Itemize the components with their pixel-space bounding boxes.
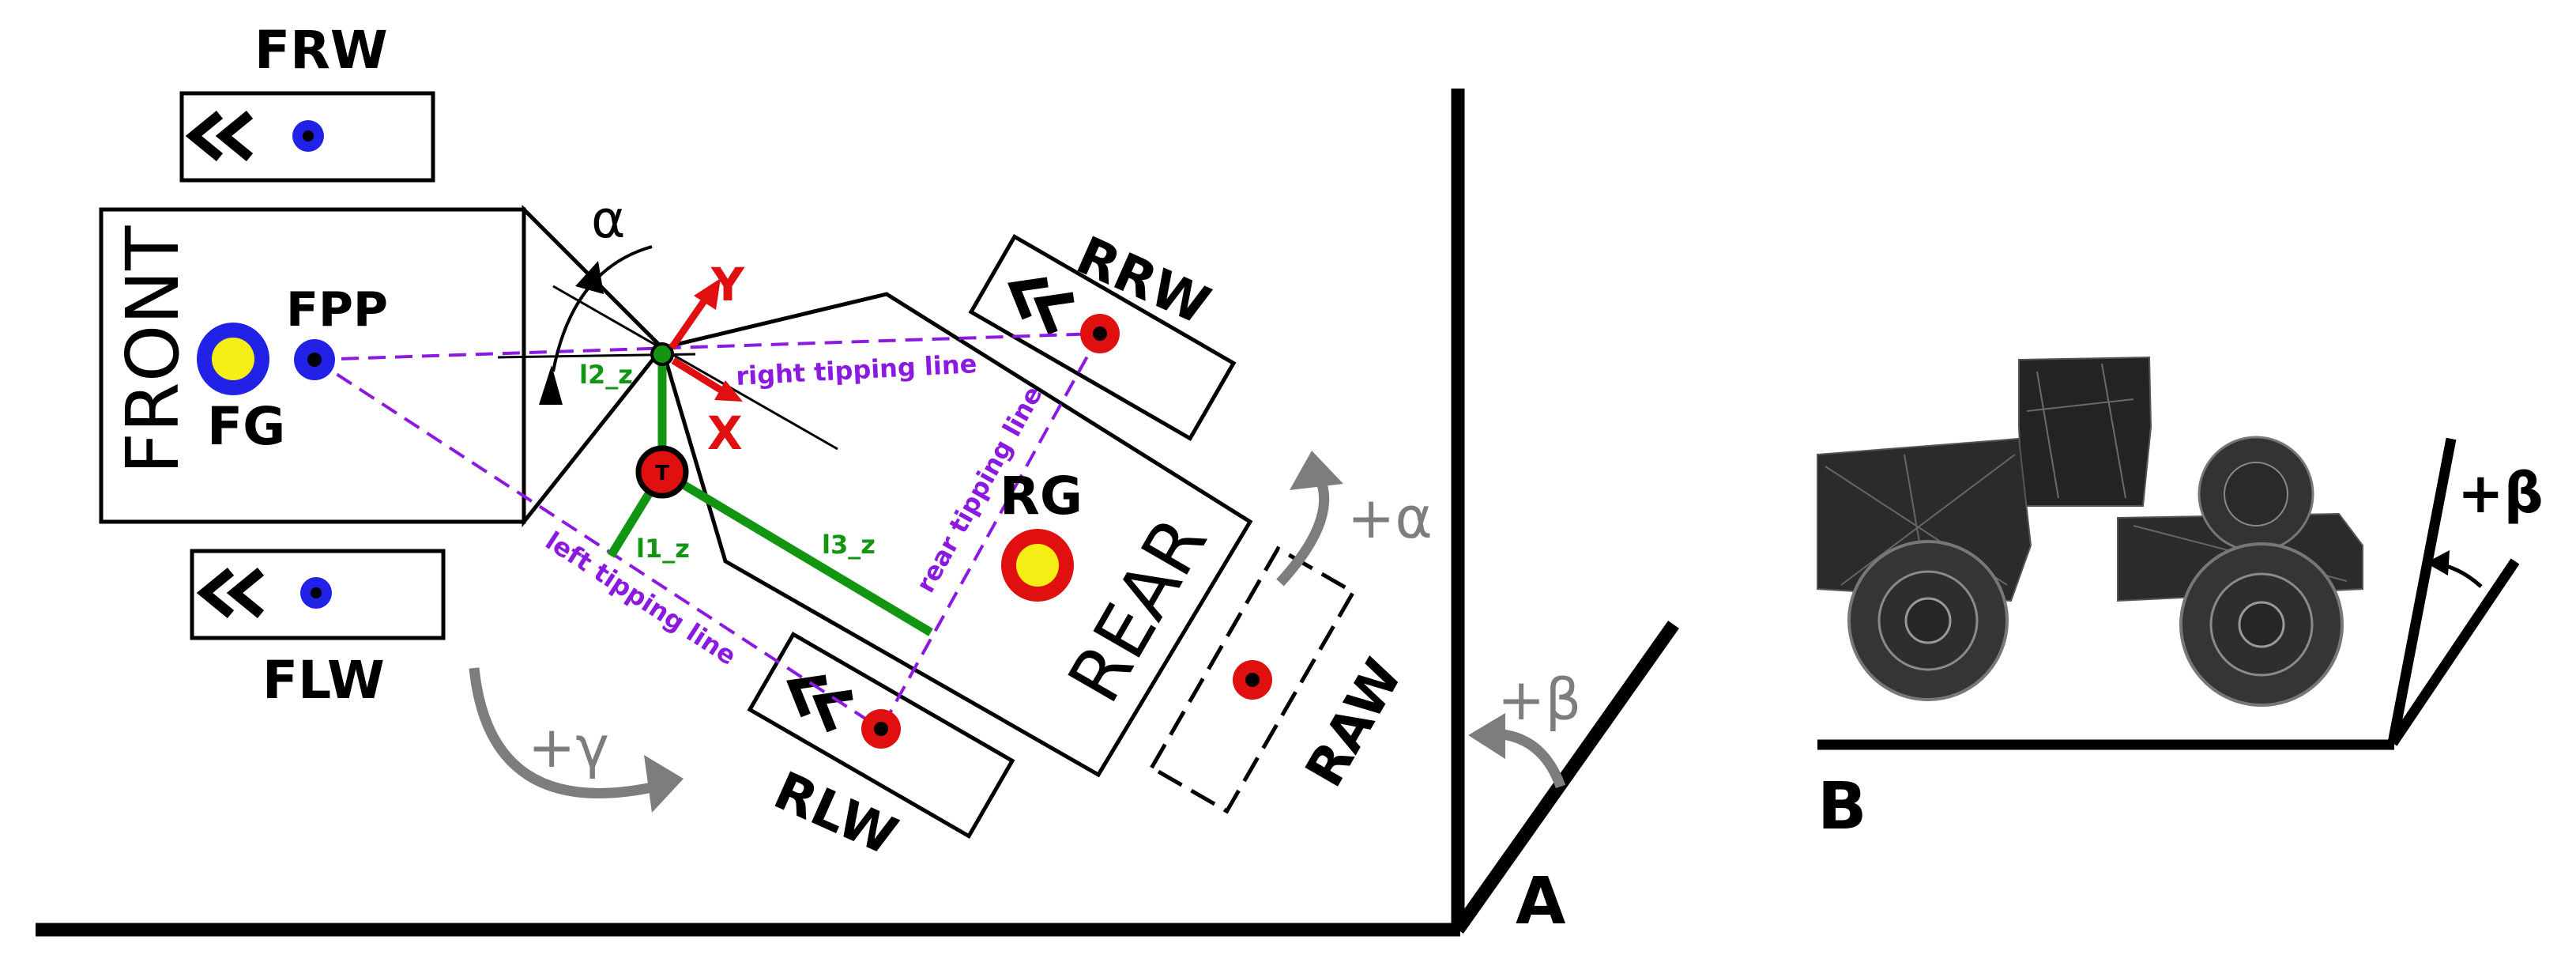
x-axis-arrowhead [714,380,743,402]
chevron-icon [1007,277,1075,335]
inclined-plane-line [1452,621,1679,934]
rlw-wheel [747,631,1015,840]
tractor-image [1817,356,2363,707]
raw-wheel-group [1148,545,1357,814]
plus-alpha-label: +α [1347,485,1433,551]
alpha-reference-line-2 [552,285,838,451]
l2-z-label: l2_z [579,360,633,390]
x-axis-arrow [671,357,725,394]
rg-label: RG [1000,466,1083,527]
chevron-icon [196,567,265,619]
rear-tipping-line [879,333,1102,730]
alpha-label: α [591,189,626,250]
rlw-wheel-group [747,631,1015,840]
fg-point [212,338,254,380]
alpha-rotation-arrowhead [1290,451,1343,490]
panel-b-inclined-line [2388,558,2520,746]
rg-point [1016,544,1059,587]
panel-b-beta-arrowhead [2426,550,2450,576]
plus-gamma-label: +γ [528,714,609,780]
flw-wheel [190,549,446,640]
y-axis-arrowhead [694,278,721,310]
raw-label: RAW [1294,649,1414,797]
front-label: FRONT [111,225,195,474]
plus-beta-label: +β [1497,666,1581,733]
right-tipping-line [314,332,1101,361]
l1-z-label: l1_z [636,534,690,564]
right-tipping-line-label: right tipping line [735,349,977,391]
y-axis-arrow [668,294,710,350]
panel-b-vertical-line [2387,437,2457,745]
beta-rotation-arrowhead [1468,713,1505,759]
alpha-arc-arrowhead-top [575,261,604,294]
panel-b: +β B [1817,356,2544,844]
t-point [635,445,689,499]
frw-label: FRW [254,20,388,81]
raw-wheel [1148,545,1357,814]
rlw-label: RLW [765,760,906,867]
panel-b-label: B [1817,769,1867,844]
gamma-rotation-arrow [469,667,657,798]
y-axis-label: Y [710,258,745,311]
flw-label: FLW [262,650,385,711]
rrw-wheel [968,233,1237,442]
chevron-icon [786,674,853,733]
panel-a-label: A [1516,864,1566,939]
fg-label: FG [207,396,285,457]
rear-body [659,292,1253,778]
chevron-icon [185,110,254,162]
fpp-label: FPP [286,282,388,338]
rrw-wheel-group [968,233,1237,442]
articulation-pivot [650,342,674,366]
l3-z-line [660,468,933,636]
left-tipping-line [313,358,883,730]
panel-a: FRONT REAR FRW FLW [36,20,1679,939]
frw-wheel [179,91,435,183]
alpha-arc-arrowhead-bottom [539,365,563,405]
panel-b-plus-beta-label: +β [2457,461,2544,526]
gamma-rotation-arrowhead [644,755,684,813]
t-label: T [655,462,669,485]
l3-z-label: l3_z [822,530,876,560]
x-axis-label: X [707,406,743,460]
